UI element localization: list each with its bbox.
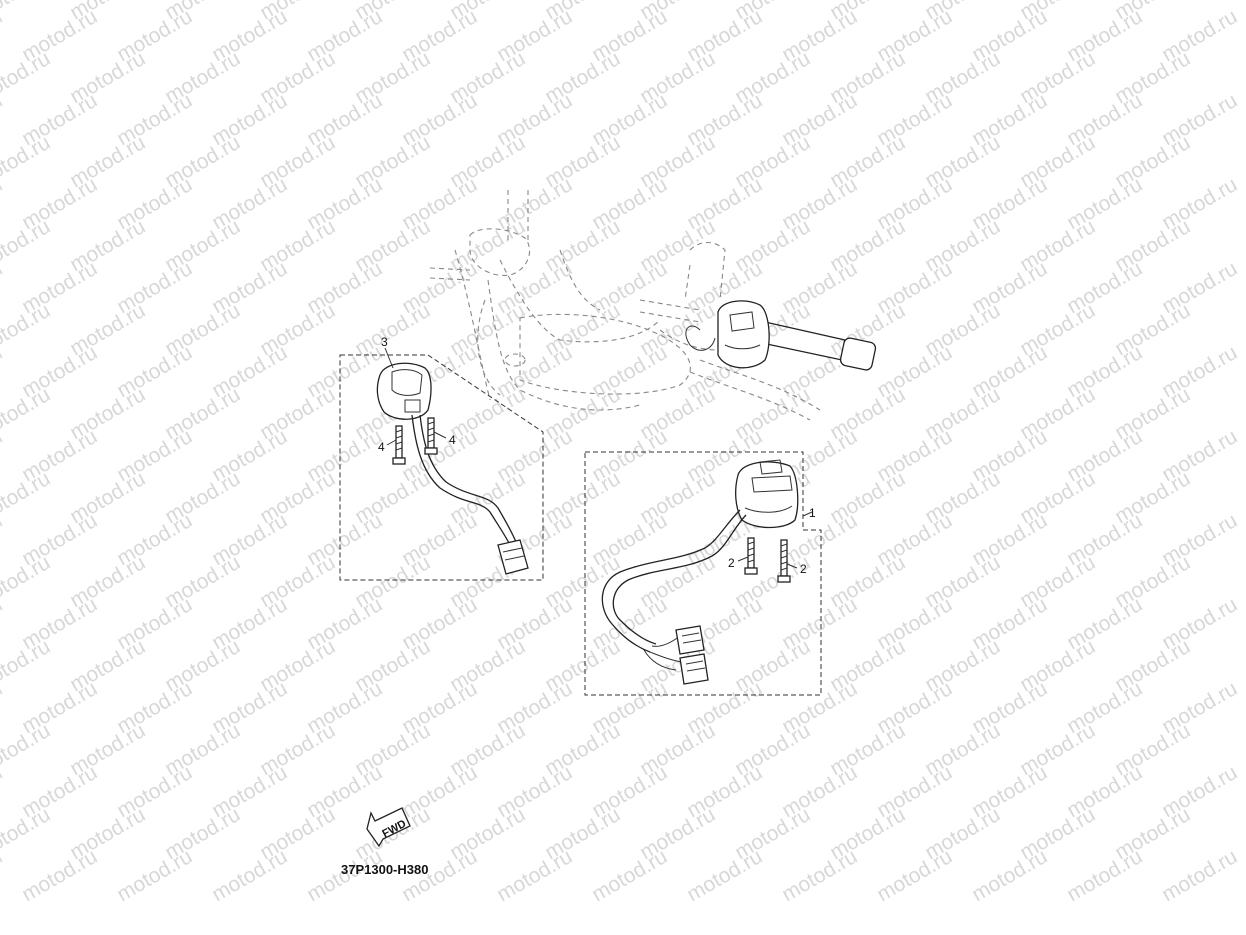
watermark-text: motod.ru: [0, 383, 54, 444]
right-switch-group: 1 2 2: [584, 451, 822, 696]
left-screw-b: [424, 417, 438, 455]
right-switch-connector-a: [675, 625, 705, 655]
callout-part-2-b: 2: [800, 562, 807, 576]
watermark-text: motod.ru: [588, 845, 671, 906]
diagram-code: 37P1300-H380: [341, 862, 428, 877]
callout-part-3: 3: [381, 335, 388, 349]
watermark-text: motod.ru: [493, 845, 576, 906]
watermark-text: motod.ru: [0, 845, 6, 906]
callout-part-1: 1: [809, 506, 816, 520]
watermark-text: motod.ru: [0, 425, 6, 486]
watermark-text: motod.ru: [0, 173, 6, 234]
handlebar-ghost-outline: [429, 190, 821, 421]
watermark-text: motod.ru: [968, 845, 1051, 906]
callout-part-4-b: 4: [449, 433, 456, 447]
watermark-text: motod.ru: [0, 0, 54, 24]
watermark-text: motod.ru: [0, 803, 54, 864]
watermark-text: motod.ru: [0, 677, 6, 738]
callout-part-2-a: 2: [728, 556, 735, 570]
watermark-text: motod.ru: [0, 299, 54, 360]
watermark-text: motod.ru: [0, 719, 54, 780]
watermark-text: motod.ru: [0, 761, 6, 822]
watermark-text: motod.ru: [18, 845, 101, 906]
watermark-text: motod.ru: [0, 131, 54, 192]
handlebar-right-grip: [685, 300, 877, 371]
right-switch-connector-b: [679, 653, 709, 685]
left-screw-a: [392, 425, 406, 465]
watermark-text: motod.ru: [778, 845, 861, 906]
left-group-frame: [339, 354, 544, 581]
watermark-text: motod.ru: [0, 551, 54, 612]
right-screw-b: [777, 539, 791, 583]
watermark-text: motod.ru: [0, 215, 54, 276]
watermark-text: motod.ru: [0, 5, 6, 66]
watermark-text: motod.ru: [0, 47, 54, 108]
watermark-text: motod.ru: [873, 845, 956, 906]
watermark-text: motod.ru: [0, 593, 6, 654]
left-switch-cable: [411, 414, 511, 546]
left-switch-group: 3 4 4: [339, 335, 544, 581]
callout-part-4-a: 4: [378, 440, 385, 454]
watermark-text: motod.ru: [113, 845, 196, 906]
watermark-text: motod.ru: [683, 845, 766, 906]
right-group-frame: [584, 451, 822, 696]
watermark-text: motod.ru: [208, 845, 291, 906]
watermark-text: motod.ru: [0, 509, 6, 570]
watermark-text: motod.ru: [0, 467, 54, 528]
left-switch-connector: [497, 539, 529, 575]
right-screw-a: [744, 537, 758, 575]
right-handlebar-switch: [735, 459, 799, 529]
left-handlebar-switch: [376, 362, 432, 420]
watermark-text: motod.ru: [0, 89, 6, 150]
watermark-text: motod.ru: [0, 257, 6, 318]
watermark-text: motod.ru: [0, 341, 6, 402]
watermark-text: motod.ru: [0, 635, 54, 696]
watermark-text: motod.ru: [1158, 845, 1241, 906]
right-switch-cable: [601, 509, 741, 653]
watermark-text: motod.ru: [1063, 845, 1146, 906]
